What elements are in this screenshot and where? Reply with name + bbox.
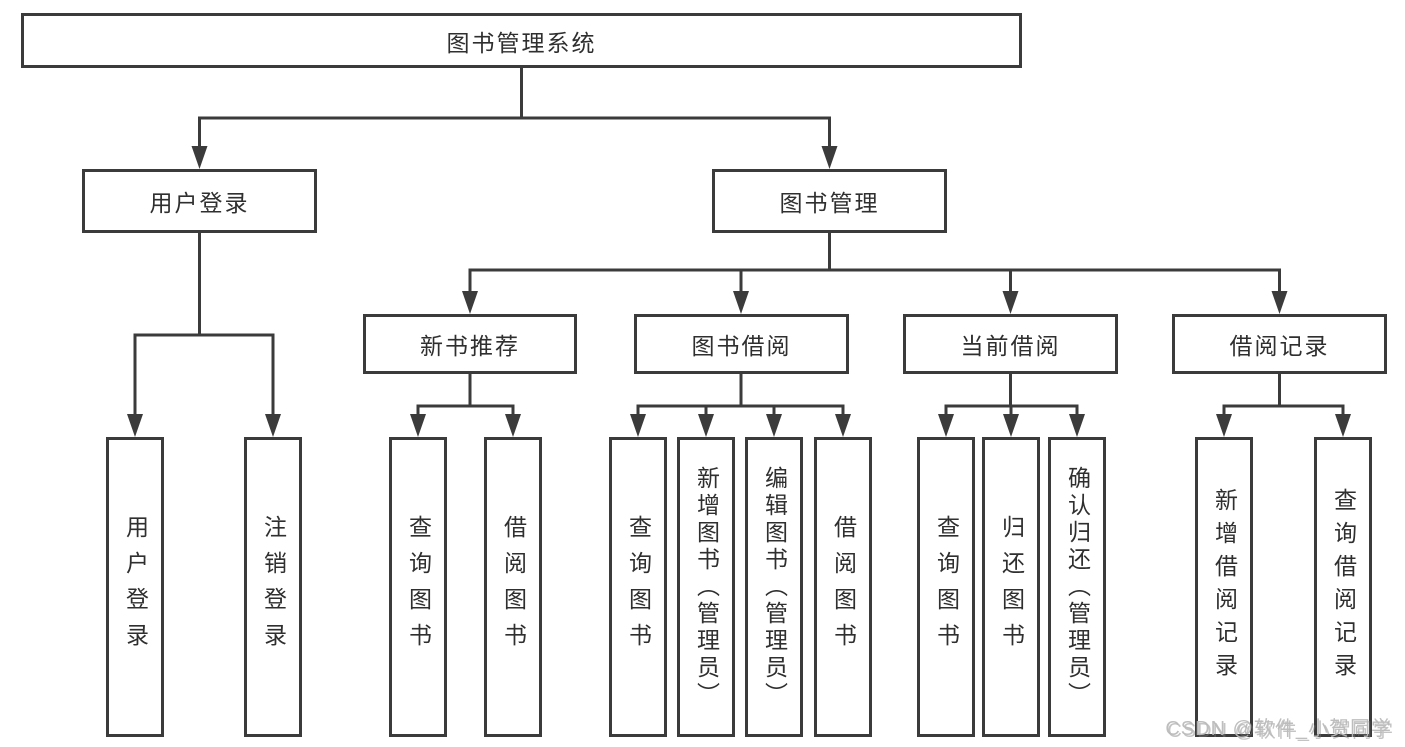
leaf-confirm-return-admin: 确认归还（管理员）: [1048, 437, 1106, 737]
leaf-add-borrow-record: 新增借阅记录: [1195, 437, 1253, 737]
leaf-add-books-admin-label: 新增图书（管理员）: [693, 465, 720, 709]
node-user-login: 用户登录: [82, 169, 317, 233]
leaf-return-books-label: 归还图书: [998, 515, 1025, 659]
node-borrowing-records-label: 借阅记录: [1229, 333, 1330, 359]
node-book-management: 图书管理: [712, 169, 947, 233]
leaf-query-books-label: 查询图书: [625, 515, 652, 659]
leaf-query-books: 查询图书: [609, 437, 667, 737]
arrow-down-icon: [462, 291, 478, 314]
node-user-login-label: 用户登录: [149, 190, 250, 216]
node-new-book-recommend: 新书推荐: [363, 314, 577, 374]
arrow-down-icon: [1069, 414, 1085, 437]
arrow-down-icon: [505, 414, 521, 437]
leaf-query-books-label: 查询图书: [405, 515, 432, 659]
leaf-add-books-admin: 新增图书（管理员）: [677, 437, 735, 737]
leaf-borrow-books-label: 借阅图书: [500, 515, 527, 659]
node-current-borrowing: 当前借阅: [903, 314, 1118, 374]
leaf-confirm-return-admin-label: 确认归还（管理员）: [1064, 465, 1091, 709]
node-book-management-label: 图书管理: [779, 190, 880, 216]
leaf-user-login-label: 用户登录: [122, 515, 149, 659]
arrow-down-icon: [1335, 414, 1351, 437]
arrow-down-icon: [265, 414, 281, 437]
arrow-down-icon: [733, 291, 749, 314]
leaf-user-login: 用户登录: [106, 437, 164, 737]
leaf-query-borrow-record-label: 查询借阅记录: [1330, 488, 1357, 686]
arrow-down-icon: [1271, 291, 1288, 314]
node-borrowing-records: 借阅记录: [1172, 314, 1387, 374]
leaf-borrow-books-label: 借阅图书: [830, 515, 857, 659]
arrow-down-icon: [1216, 414, 1232, 437]
arrow-down-icon: [1002, 291, 1019, 314]
leaf-query-books: 查询图书: [917, 437, 975, 737]
node-book-borrowing: 图书借阅: [634, 314, 849, 374]
arrow-down-icon: [1003, 414, 1019, 437]
leaf-logout-label: 注销登录: [260, 515, 287, 659]
node-root: 图书管理系统: [21, 13, 1022, 68]
leaf-query-books-label: 查询图书: [933, 515, 960, 659]
arrow-down-icon: [938, 414, 954, 437]
arrow-down-icon: [698, 414, 714, 437]
leaf-return-books: 归还图书: [982, 437, 1040, 737]
node-current-borrowing-label: 当前借阅: [960, 333, 1061, 359]
node-book-borrowing-label: 图书借阅: [691, 333, 792, 359]
arrow-down-icon: [821, 146, 838, 169]
leaf-borrow-books: 借阅图书: [484, 437, 542, 737]
leaf-query-borrow-record: 查询借阅记录: [1314, 437, 1372, 737]
node-new-book-recommend-label: 新书推荐: [420, 333, 520, 359]
leaf-logout: 注销登录: [244, 437, 302, 737]
arrow-down-icon: [191, 146, 208, 169]
leaf-add-borrow-record-label: 新增借阅记录: [1211, 488, 1238, 686]
arrow-down-icon: [127, 414, 143, 437]
node-root-label: 图书管理系统: [446, 29, 597, 56]
arrow-down-icon: [410, 414, 426, 437]
leaf-edit-books-admin-label: 编辑图书（管理员）: [761, 465, 788, 709]
leaf-edit-books-admin: 编辑图书（管理员）: [745, 437, 803, 737]
csdn-watermark: CSDN @软件_小贺同学: [1165, 718, 1392, 740]
leaf-query-books: 查询图书: [389, 437, 447, 737]
arrow-down-icon: [835, 414, 851, 437]
arrow-down-icon: [766, 414, 782, 437]
arrow-down-icon: [630, 414, 646, 437]
leaf-borrow-books: 借阅图书: [814, 437, 872, 737]
